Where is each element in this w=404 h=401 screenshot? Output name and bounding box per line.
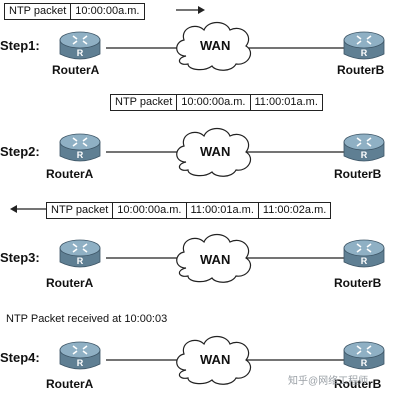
cloud-icon <box>176 127 251 177</box>
router-icon: R <box>59 239 101 268</box>
router-icon: R <box>343 31 385 60</box>
router-icon: R <box>343 239 385 268</box>
svg-text:R: R <box>361 150 368 160</box>
cloud-icon <box>176 335 251 385</box>
step2-cloud-label: WAN <box>200 144 231 159</box>
step3-cloud-label: WAN <box>200 252 231 267</box>
svg-text:R: R <box>77 358 84 368</box>
step3-packet-field-3: 11:00:02a.m. <box>257 203 330 218</box>
step3-packet-field-1: 10:00:00a.m. <box>112 203 185 218</box>
step1-label: Step1: <box>0 38 40 53</box>
step4-label: Step4: <box>0 350 40 365</box>
router-icon: R <box>59 133 101 162</box>
step1-router-a-label: RouterA <box>52 63 100 77</box>
received-note: NTP Packet received at 10:00:03 <box>6 313 168 325</box>
step2-packet-field-2: 11:00:01a.m. <box>249 95 322 110</box>
router-icon: R <box>59 341 101 370</box>
step3-router-a-label: RouterA <box>46 276 94 290</box>
step1-router-b-label: RouterB <box>337 63 385 77</box>
step2-packet-field-0: NTP packet <box>115 96 173 108</box>
svg-text:R: R <box>361 48 368 58</box>
svg-text:R: R <box>77 150 84 160</box>
cloud-icon <box>176 21 251 71</box>
step2-router-a-label: RouterA <box>46 167 94 181</box>
step3-packet: NTP packet 10:00:00a.m. 11:00:01a.m. 11:… <box>46 202 332 219</box>
step1-packet-field-0: NTP packet <box>9 5 67 17</box>
cloud-icon <box>176 233 251 283</box>
step2-packet-field-1: 10:00:00a.m. <box>176 95 249 110</box>
step1-packet-field-1: 10:00:00a.m. <box>70 4 143 19</box>
step4-router-b-label: RouterB <box>334 377 382 391</box>
step4-router-a-label: RouterA <box>46 377 94 391</box>
step2-label: Step2: <box>0 144 40 159</box>
step1-cloud-label: WAN <box>200 38 231 53</box>
arrow-right-icon <box>176 6 205 14</box>
arrow-left-icon <box>10 205 46 213</box>
step3-label: Step3: <box>0 250 40 265</box>
step2-packet: NTP packet 10:00:00a.m. 11:00:01a.m. <box>110 94 323 111</box>
step3-packet-field-0: NTP packet <box>51 204 109 216</box>
step2-router-b-label: RouterB <box>334 167 382 181</box>
router-icon: R <box>343 341 385 370</box>
watermark: 知乎@网络工程师 <box>288 376 369 387</box>
svg-text:R: R <box>361 358 368 368</box>
router-icon: R <box>343 133 385 162</box>
svg-text:R: R <box>77 48 84 58</box>
step1-packet: NTP packet 10:00:00a.m. <box>4 3 145 20</box>
svg-text:R: R <box>361 256 368 266</box>
step3-router-b-label: RouterB <box>334 276 382 290</box>
svg-text:R: R <box>77 256 84 266</box>
router-icon: R <box>59 31 101 60</box>
step4-cloud-label: WAN <box>200 352 231 367</box>
step3-packet-field-2: 11:00:01a.m. <box>185 203 258 218</box>
